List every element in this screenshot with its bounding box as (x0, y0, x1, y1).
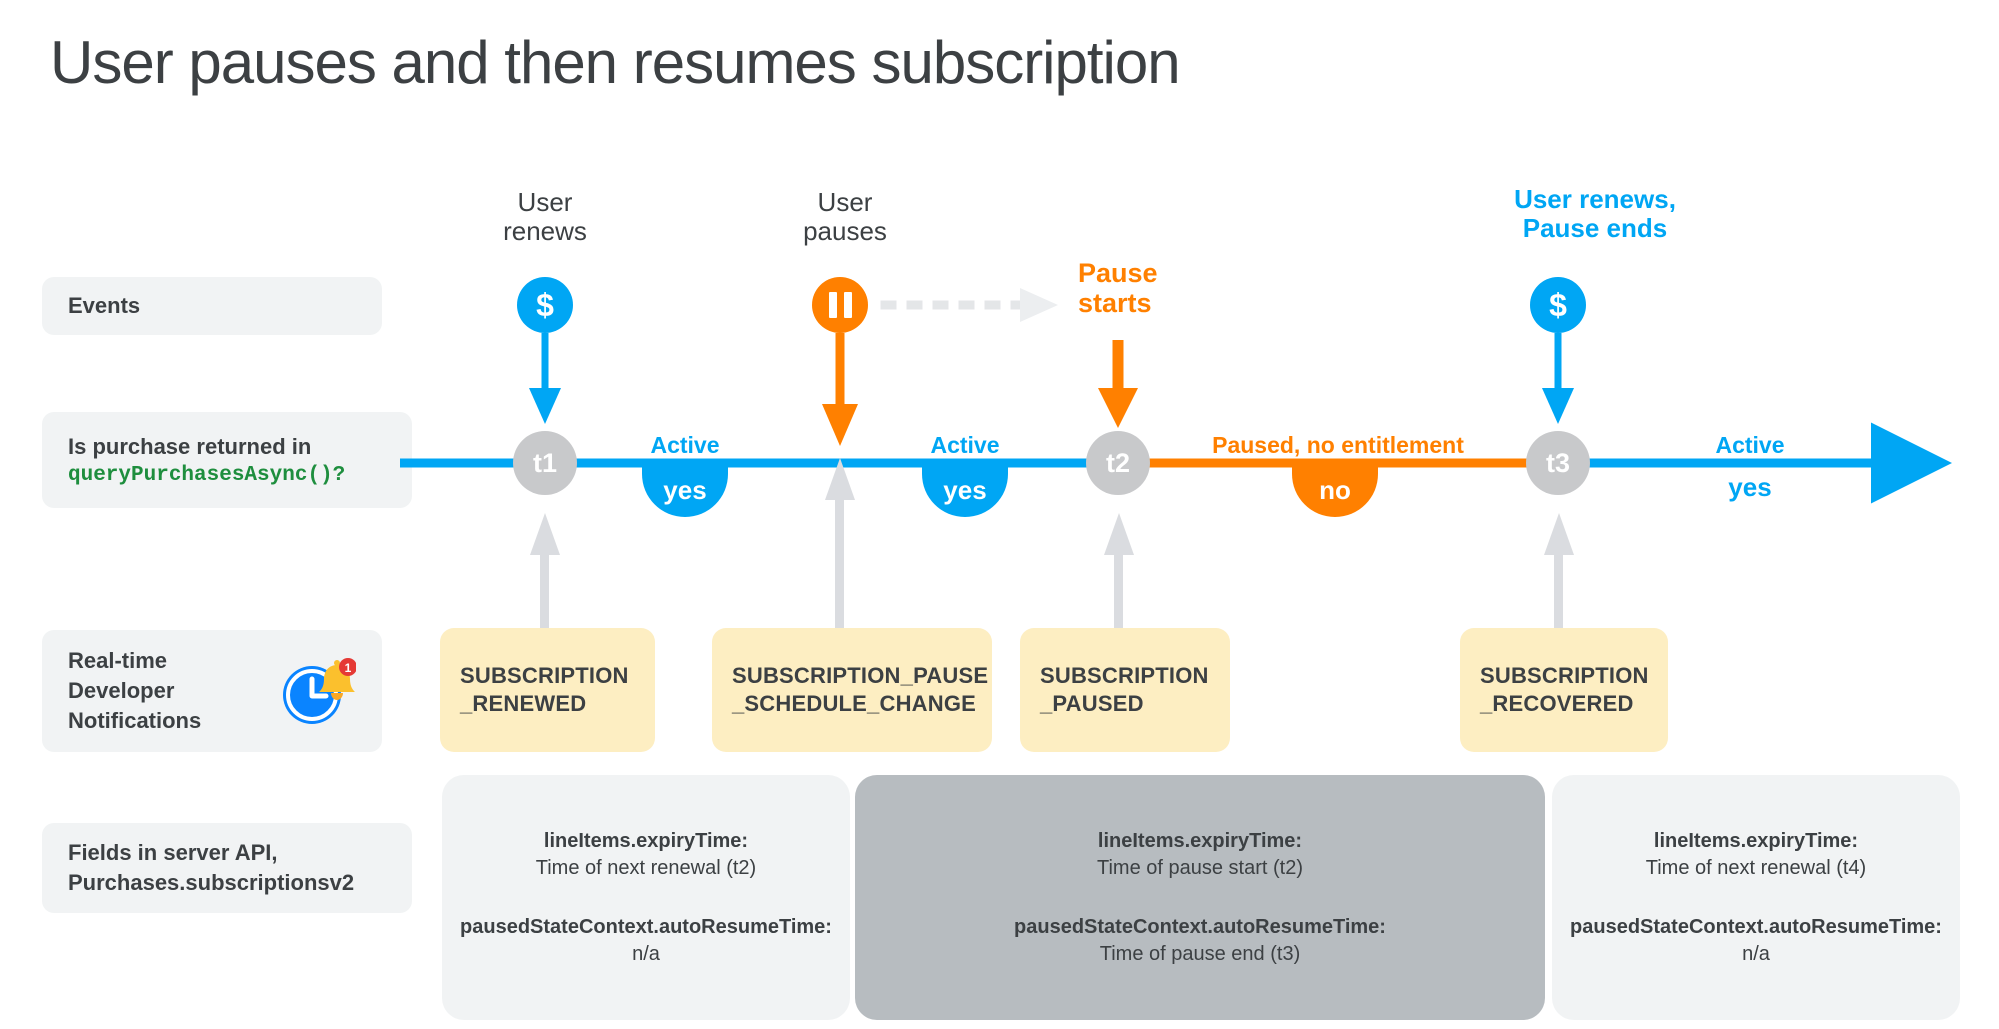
field-card-value-expirytime: Time of next renewal (t4) (1645, 856, 1867, 879)
pause-bars (828, 292, 852, 318)
rtdn-card-line1: SUBSCRIPTION_PAUSE (732, 662, 989, 688)
rtdn-card-line1: SUBSCRIPTION (1480, 662, 1649, 688)
event-caption-line1: User (517, 187, 573, 217)
row-label-rtdn: Real-time Developer Notifications 1 (42, 630, 382, 752)
rtdn-card-line1: SUBSCRIPTION (1040, 662, 1209, 688)
answer-yes-2: yes (922, 467, 1008, 517)
field-card-key-autoresumetime: pausedStateContext.autoResumeTime: (1014, 915, 1386, 938)
time-marker-label: t1 (532, 447, 557, 478)
rtdn-card-line2: _RECOVERED (1480, 691, 1634, 716)
pause-icon-user-pauses (812, 277, 868, 333)
event-caption-user-pauses: User pauses (745, 187, 945, 247)
page-title: User pauses and then resumes subscriptio… (50, 29, 1181, 96)
row-label-fields-line1: Fields in server API, (68, 840, 278, 866)
time-marker-t1: t1 (513, 431, 577, 495)
state-label-paused: Paused, no entitlement (1212, 432, 1464, 458)
field-card-t1: lineItems.expiryTime: Time of next renew… (442, 775, 850, 1020)
answer-yes-3: yes (1728, 472, 1772, 502)
row-label-rtdn-line1: Real-time (68, 648, 168, 674)
dotted-arrow-pause-starts (880, 288, 1058, 322)
rtdn-card-line2: _PAUSED (1040, 691, 1144, 716)
field-card-key-expirytime: lineItems.expiryTime: (1097, 829, 1303, 852)
field-card-key-autoresumetime: pausedStateContext.autoResumeTime: (1570, 915, 1942, 938)
state-label-active-1: Active (650, 432, 720, 458)
answer-yes-1: yes (642, 467, 728, 517)
field-card-value-autoresumetime: Time of pause end (t3) (1099, 942, 1301, 965)
field-card-key-expirytime: lineItems.expiryTime: (1653, 829, 1859, 852)
time-marker-t2: t2 (1086, 431, 1150, 495)
row-label-rtdn-line3: Notifications (68, 707, 202, 733)
rtdn-card-subscription-pause-schedule-change[interactable]: SUBSCRIPTION_PAUSE _SCHEDULE_CHANGE (712, 628, 992, 752)
field-card-t2: lineItems.expiryTime: Time of pause star… (855, 775, 1545, 1020)
rtdn-card-line1: SUBSCRIPTION (460, 662, 629, 688)
rtdn-badge-count: 1 (345, 661, 352, 675)
event-caption-line2: Pause ends (1522, 213, 1668, 244)
field-card-t3: lineItems.expiryTime: Time of next renew… (1552, 775, 1960, 1020)
event-caption-line2: pauses (803, 216, 887, 247)
rtdn-card-subscription-paused[interactable]: SUBSCRIPTION _PAUSED (1020, 628, 1230, 752)
field-card-value-autoresumetime: n/a (1742, 942, 1770, 965)
field-card-value-expirytime: Time of next renewal (t2) (535, 856, 757, 879)
money-icon-renew-1: $ (517, 277, 573, 333)
row-label-fields-line2: Purchases.subscriptionsv2 (68, 870, 355, 895)
event-caption-pause-starts: Pause starts (1078, 258, 1298, 318)
row-label-rtdn-line2: Developer (68, 678, 175, 704)
event-caption-line1: User (817, 187, 873, 217)
rtdn-card-line2: _RENEWED (460, 691, 587, 716)
event-caption-line1: User renews, (1514, 184, 1676, 214)
time-marker-t3: t3 (1526, 431, 1590, 495)
row-label-query-code: queryPurchasesAsync()? (68, 463, 346, 487)
field-card-value-expirytime: Time of pause start (t2) (1097, 856, 1303, 879)
field-card-key-autoresumetime: pausedStateContext.autoResumeTime: (460, 915, 832, 938)
answer-no: no (1292, 467, 1378, 517)
money-glyph: $ (536, 286, 554, 323)
money-icon-renew-2: $ (1530, 277, 1586, 333)
rtdn-card-subscription-renewed[interactable]: SUBSCRIPTION _RENEWED (440, 628, 655, 752)
time-marker-label: t3 (1545, 447, 1570, 478)
event-caption-line2: starts (1078, 288, 1152, 319)
money-glyph: $ (1549, 286, 1567, 323)
rtdn-card-line2: _SCHEDULE_CHANGE (732, 691, 977, 716)
row-label-events: Events (42, 277, 382, 335)
field-card-value-autoresumetime: n/a (632, 942, 660, 965)
row-label-query-line1: Is purchase returned in (68, 433, 312, 459)
event-caption-line2: renews (503, 216, 587, 247)
state-label-active-3: Active (1715, 432, 1785, 458)
row-label-events-text: Events (68, 293, 141, 319)
state-label-active-2: Active (930, 432, 1000, 458)
time-marker-label: t2 (1105, 447, 1130, 478)
field-card-key-expirytime: lineItems.expiryTime: (543, 829, 749, 852)
rtdn-card-subscription-recovered[interactable]: SUBSCRIPTION _RECOVERED (1460, 628, 1668, 752)
row-label-query-purchases: Is purchase returned in queryPurchasesAs… (42, 412, 412, 508)
event-caption-line1: Pause (1078, 258, 1158, 288)
event-caption-user-renews-1: User renews (445, 187, 645, 247)
row-label-server-fields: Fields in server API, Purchases.subscrip… (42, 823, 412, 913)
clock-bell-notification-icon: 1 (280, 655, 356, 727)
event-caption-user-renews-2: User renews, Pause ends (1440, 184, 1750, 244)
